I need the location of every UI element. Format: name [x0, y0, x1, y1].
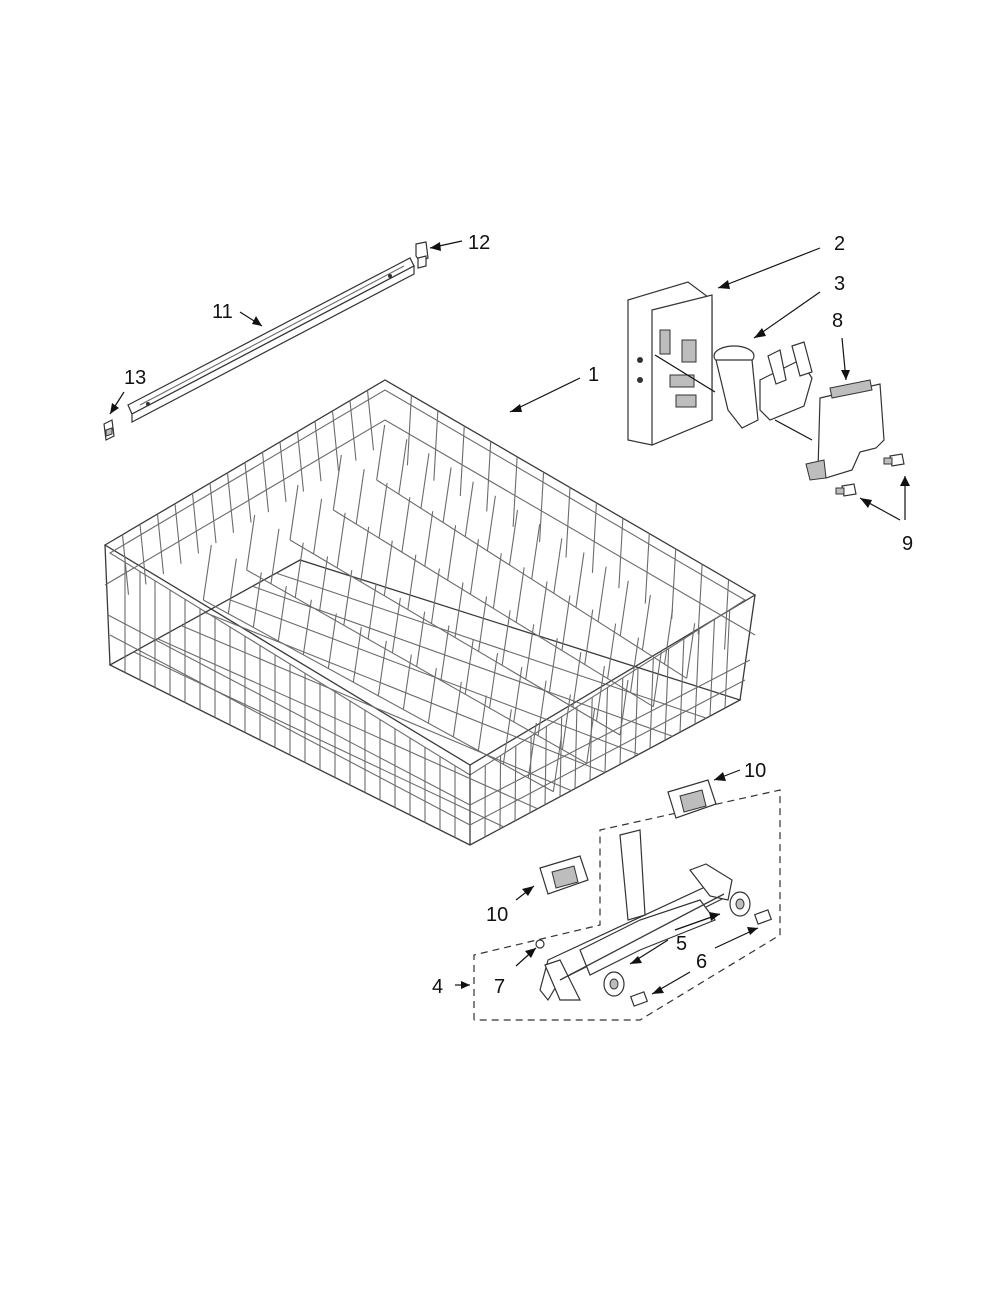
label-8: 8 — [832, 310, 843, 332]
part-12-end-cap — [415, 241, 429, 269]
label-13: 13 — [124, 367, 146, 389]
part-13-end-cap — [103, 419, 115, 441]
label-7: 7 — [494, 976, 505, 998]
part-10-clip — [539, 779, 717, 895]
label-10-upper: 10 — [744, 760, 766, 782]
part-11-rack-rail — [127, 257, 415, 423]
part-1-upper-dishrack — [103, 379, 757, 846]
label-9: 9 — [902, 533, 913, 555]
part-5-wheel — [603, 891, 751, 997]
label-1: 1 — [588, 364, 599, 386]
label-2: 2 — [834, 233, 845, 255]
leader-lines — [109, 240, 910, 995]
label-10-lower: 10 — [486, 904, 508, 926]
part-2-adjuster-housing — [627, 281, 716, 446]
part-7-pin — [535, 939, 545, 949]
label-3: 3 — [834, 273, 845, 295]
part-9-screws — [835, 453, 905, 497]
label-11: 11 — [212, 301, 233, 323]
label-5: 5 — [676, 933, 687, 955]
label-12: 12 — [468, 232, 490, 254]
part-4-bracket-assembly — [473, 789, 781, 1021]
label-6: 6 — [696, 951, 707, 973]
part-labels: 1 2 3 4 5 6 7 8 9 10 10 11 12 13 — [124, 232, 913, 998]
part-3-adjuster-lever — [713, 341, 813, 441]
label-4: 4 — [432, 976, 443, 998]
part-8-adjuster-cover — [805, 379, 885, 481]
part-6-axle — [629, 909, 773, 1007]
